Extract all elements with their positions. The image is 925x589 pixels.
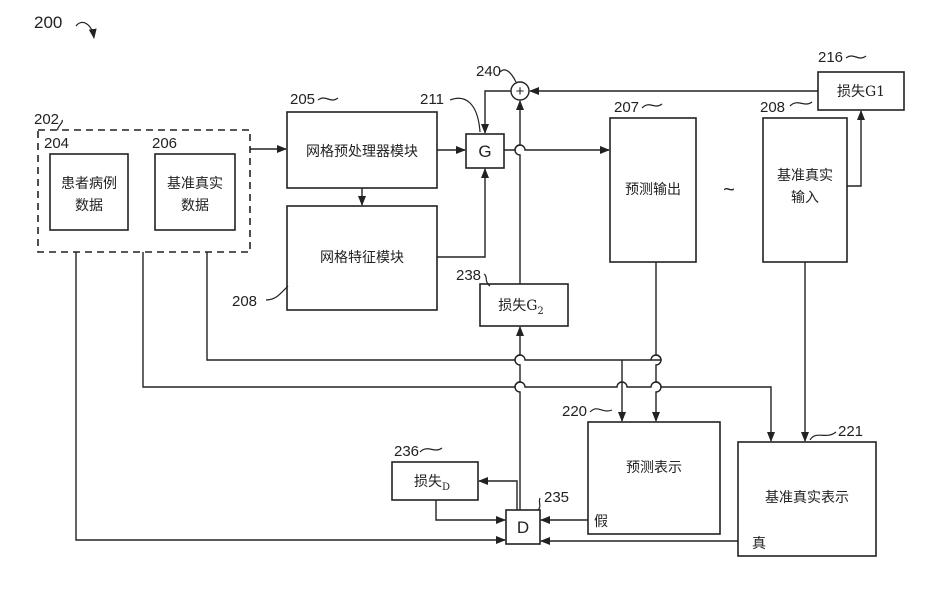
arrow-discriminator-to-lossd [479, 481, 517, 510]
ground-truth-repr-label: 基准真实表示 [765, 489, 849, 506]
grid-feature-lead [266, 286, 288, 300]
arrow-output-to-predrepr [656, 262, 661, 421]
arrow-gtinput-to-lossg1 [847, 111, 861, 186]
predicted-repr-tag: 假 [594, 514, 608, 530]
predicted-output-ref: 207 [614, 99, 639, 116]
discriminator-label: D [517, 518, 529, 537]
arrow-generator-to-output [504, 145, 609, 150]
ground-truth-data-box [155, 154, 235, 230]
ground-truth-input-line1: 基准真实 [777, 167, 833, 184]
loss-g1-lead [846, 56, 866, 58]
grid-preprocessor-ref: 205 [290, 91, 315, 108]
input-group-ref: 202 [34, 111, 59, 128]
loss-g1-ref: 216 [818, 49, 843, 66]
summer-lead [500, 70, 516, 82]
loss-d-ref: 236 [394, 443, 419, 460]
discriminator-ref: 235 [544, 489, 569, 506]
predicted-repr-label: 预测表示 [626, 460, 682, 476]
grid-preprocessor-label: 网格预处理器模块 [306, 144, 418, 160]
predicted-output-label: 预测输出 [625, 182, 681, 198]
grid-preprocessor-lead [318, 98, 338, 100]
generator-lead [450, 98, 480, 132]
similarity-tilde: ~ [723, 179, 735, 201]
predicted-repr-lead [590, 409, 612, 412]
loss-d-lead [420, 448, 442, 452]
figure-number: 200 [34, 13, 62, 32]
ground-truth-data-line1: 基准真实 [167, 175, 223, 192]
loss-d-sub: D [442, 482, 450, 493]
loss-g1-label: 损失G1 [837, 84, 885, 100]
patient-data-line2: 数据 [75, 198, 103, 214]
patient-data-line1: 患者病例 [61, 176, 117, 192]
summer-ref: 240 [476, 63, 501, 80]
ground-truth-data-ref: 206 [152, 135, 177, 152]
loss-g2-ref: 238 [456, 267, 481, 284]
predicted-repr-ref: 220 [562, 403, 587, 420]
patient-data-ref: 204 [44, 135, 69, 152]
arrow-lossg2-to-summer [515, 101, 520, 284]
ground-truth-data-line2: 数据 [181, 198, 209, 214]
loss-d-label: 损失 [414, 474, 442, 490]
predicted-output-lead [642, 104, 662, 108]
ground-truth-repr-ref: 221 [838, 423, 863, 440]
loss-g2-label: 损失G [498, 298, 537, 314]
grid-feature-ref: 208 [232, 293, 257, 310]
discriminator-lead [538, 498, 540, 510]
ground-truth-input-ref: 208 [760, 99, 785, 116]
loss-g2-sub: 2 [537, 306, 543, 317]
generator-ref: 211 [420, 91, 444, 108]
figure-number-arrow [76, 22, 94, 38]
patient-data-box [50, 154, 128, 230]
ground-truth-input-line2: 输入 [791, 190, 819, 206]
ground-truth-repr-tag: 真 [752, 536, 766, 552]
arrow-summer-to-generator [485, 91, 511, 133]
arrow-lossd-to-discriminator [436, 500, 505, 520]
ground-truth-input-lead [790, 102, 812, 106]
generator-label: G [478, 142, 491, 161]
summer-symbol: + [516, 83, 525, 100]
ground-truth-repr-lead [810, 432, 836, 440]
grid-feature-label: 网格特征模块 [320, 250, 404, 266]
arrow-feature-to-generator [437, 169, 485, 257]
